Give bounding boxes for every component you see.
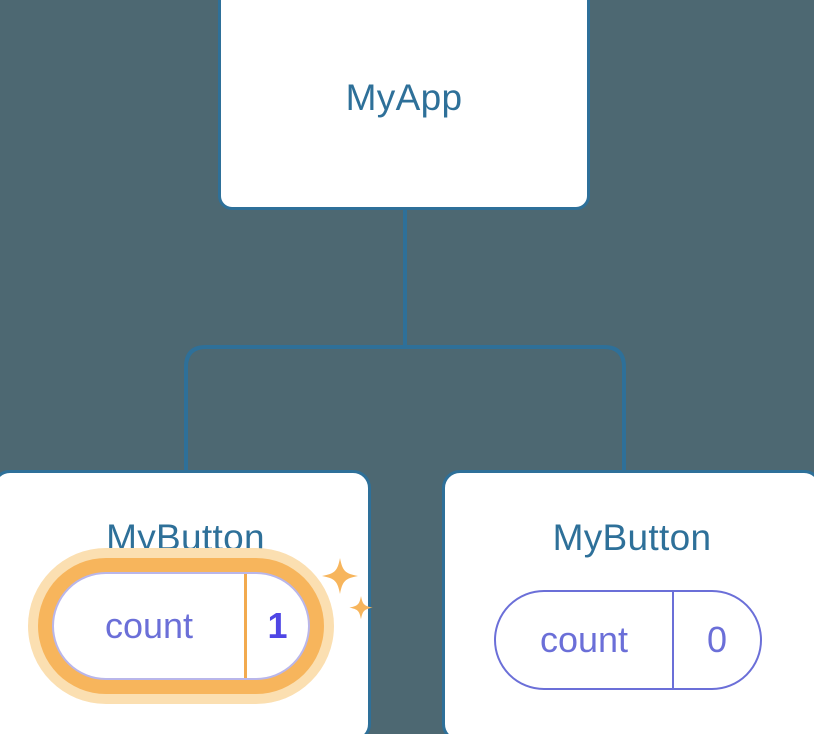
state-key-right: count — [539, 619, 629, 660]
connector-branch-left — [184, 345, 405, 470]
node-mybutton-right-title: MyButton — [552, 517, 712, 558]
state-value-left: 1 — [267, 605, 288, 646]
node-mybutton-left-title: MyButton — [106, 517, 265, 558]
state-chip-right[interactable]: count 0 — [494, 590, 762, 690]
state-pill-plain[interactable]: count 0 — [494, 590, 762, 690]
state-pill-highlighted[interactable]: count 1 — [52, 572, 310, 680]
state-divider-right — [672, 592, 674, 688]
state-value-right: 0 — [706, 619, 728, 660]
state-divider-left — [244, 574, 247, 678]
node-myapp[interactable]: MyApp — [218, 0, 590, 210]
state-chip-left[interactable]: count 1 — [52, 572, 310, 680]
node-myapp-title: MyApp — [345, 77, 463, 118]
state-key-left: count — [104, 605, 194, 646]
connector-branch-right — [405, 345, 626, 470]
